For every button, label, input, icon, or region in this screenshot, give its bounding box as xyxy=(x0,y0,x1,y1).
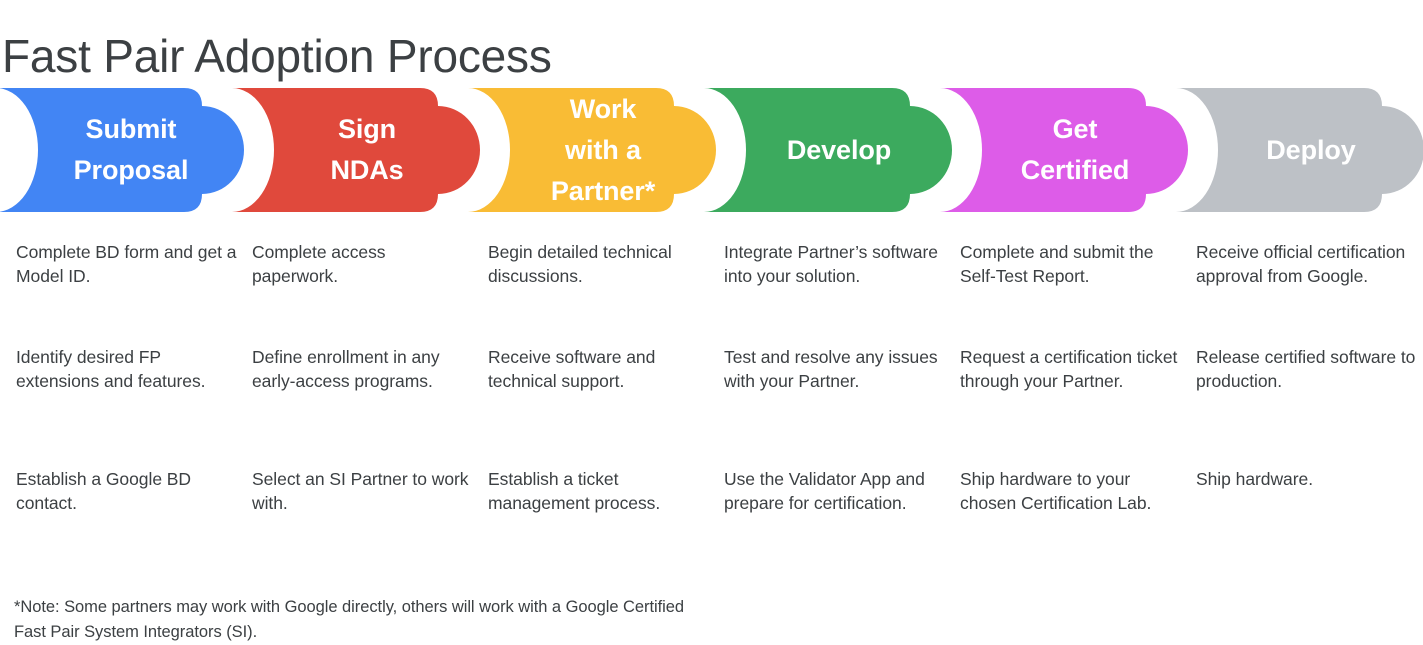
process-step-shape xyxy=(940,88,1188,212)
process-step-label: Develop xyxy=(786,134,892,165)
detail-item: Receive software and technical support. xyxy=(488,347,656,391)
process-step-shape xyxy=(0,88,244,212)
detail-item: Use the Validator App and prepare for ce… xyxy=(724,469,925,513)
process-step-band: Submit Proposal Sign NDAs Work with a Part… xyxy=(0,88,1423,212)
detail-item: Receive official certification approval … xyxy=(1196,242,1406,286)
process-step-shape xyxy=(468,88,716,212)
process-step-shape xyxy=(704,88,952,212)
detail-item: Establish a Google BD contact. xyxy=(16,469,192,513)
process-step-1[interactable]: Submit Proposal xyxy=(0,88,244,212)
detail-item: Define enrollment in any early-access pr… xyxy=(252,347,440,391)
process-step-label: Get Certified xyxy=(1020,114,1130,185)
detail-columns: Complete BD form and get a Model ID. Iden… xyxy=(0,240,1423,560)
detail-item: Ship hardware. xyxy=(1196,469,1314,489)
process-step-6[interactable]: Deploy xyxy=(1176,88,1423,212)
process-step-5[interactable]: Get Certified xyxy=(940,88,1188,212)
footnote-note: *Note: Some partners may work with Googl… xyxy=(14,597,685,641)
detail-item: Complete BD form and get a Model ID. xyxy=(16,242,237,286)
detail-item: Establish a ticket management process. xyxy=(488,469,661,513)
process-step-4[interactable]: Develop xyxy=(704,88,952,212)
detail-item: Release certified software to production… xyxy=(1196,347,1416,391)
page-title: Fast Pair Adoption Process xyxy=(2,29,552,82)
detail-item: Begin detailed technical discussions. xyxy=(488,242,672,286)
detail-item: Complete access paperwork. xyxy=(252,242,386,286)
process-step-label: Sign NDAs xyxy=(330,114,404,185)
detail-item: Test and resolve any issues with your Pa… xyxy=(724,347,938,391)
process-step-shape xyxy=(1176,88,1423,212)
process-step-3[interactable]: Work with a Partner* xyxy=(468,88,716,212)
process-step-label: Deploy xyxy=(1266,134,1356,165)
process-step-2[interactable]: Sign NDAs xyxy=(232,88,480,212)
detail-item: Complete and submit the Self-Test Report… xyxy=(960,242,1154,286)
detail-item: Identify desired FP extensions and featu… xyxy=(16,347,206,391)
detail-item: Request a certification ticket through y… xyxy=(960,347,1178,391)
detail-item: Select an SI Partner to work with. xyxy=(252,469,469,513)
detail-item: Ship hardware to your chosen Certificati… xyxy=(960,469,1152,513)
process-step-shape xyxy=(232,88,480,212)
detail-item: Integrate Partner’s software into your s… xyxy=(724,242,938,286)
process-step-label: Work with a Partner* xyxy=(550,93,656,206)
process-step-label: Submit Proposal xyxy=(73,114,189,185)
